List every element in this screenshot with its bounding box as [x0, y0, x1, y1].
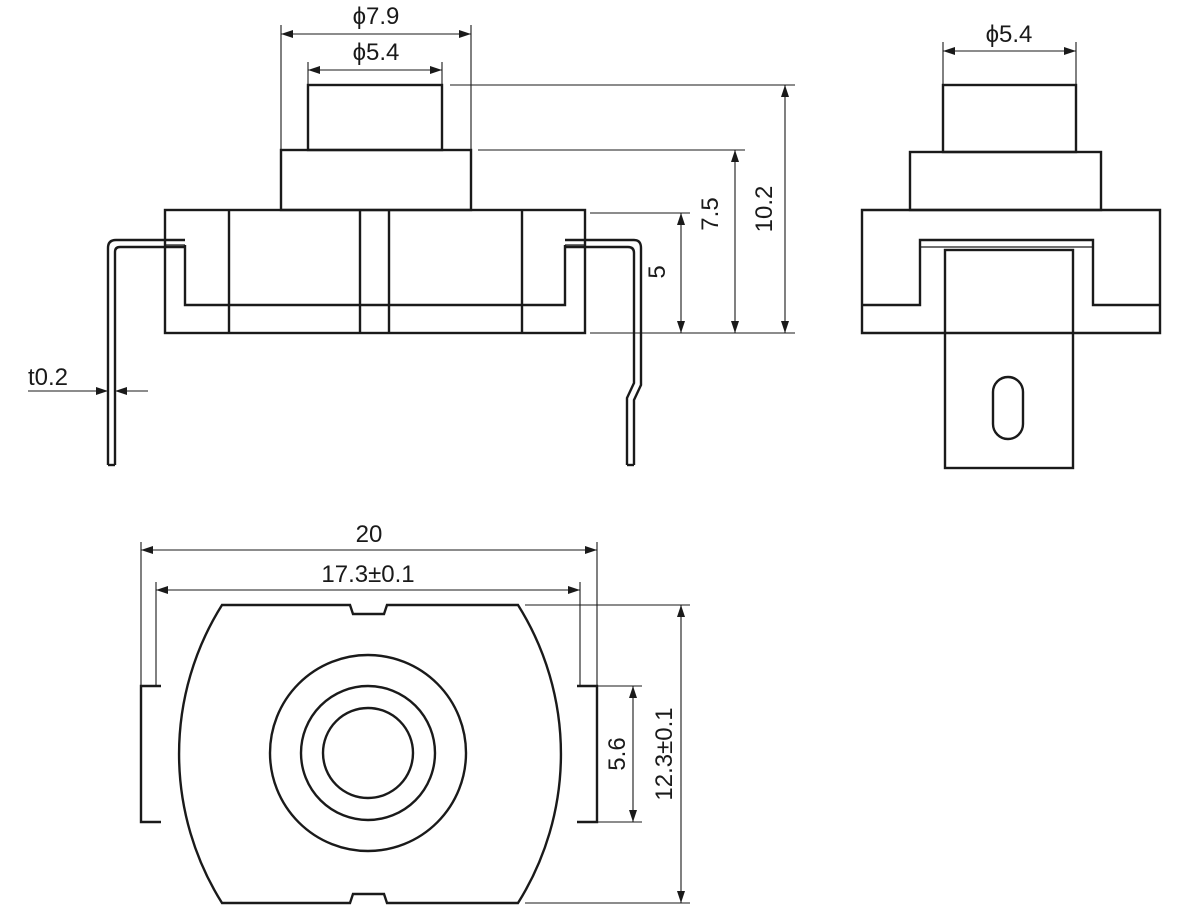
dim-body-width: 17.3±0.1 — [321, 561, 414, 588]
dim-body-depth: 12.3±0.1 — [651, 707, 678, 800]
side-view: ϕ7.9 ϕ5.4 10.2 7.5 5 t0.2 — [28, 3, 795, 467]
dim-side-outer-diameter: ϕ7.9 — [353, 3, 400, 30]
front-button-top — [941, 83, 1078, 154]
right-tab — [577, 684, 599, 824]
dim-terminal-thickness: t0.2 — [28, 364, 68, 391]
front-collar — [908, 150, 1103, 212]
dim-total-height: 10.2 — [751, 186, 778, 233]
terminal-slot — [991, 375, 1025, 441]
dim-base-height: 5 — [644, 265, 671, 278]
front-view: ϕ5.4 — [860, 21, 1162, 470]
side-body — [163, 208, 587, 335]
dim-front-button-diameter: ϕ5.4 — [986, 21, 1033, 48]
side-button-top — [306, 83, 444, 152]
dim-terminal-width: 5.6 — [604, 737, 631, 770]
top-body-outline — [177, 603, 563, 905]
left-tab — [139, 684, 161, 824]
side-inner-channel — [183, 245, 567, 307]
collar-circle — [268, 653, 468, 853]
left-terminal — [106, 238, 185, 465]
dim-side-inner-diameter: ϕ5.4 — [353, 39, 400, 66]
button-circle-inner — [321, 706, 415, 800]
button-circle-outer — [299, 684, 437, 822]
side-collar — [279, 148, 473, 212]
dim-body-height: 7.5 — [697, 197, 724, 230]
front-body — [860, 208, 1162, 335]
top-view: 20 17.3±0.1 5.6 12.3±0.1 — [139, 521, 690, 905]
right-terminal — [565, 238, 643, 465]
front-terminal-tab — [943, 248, 1075, 470]
dim-overall-width: 20 — [356, 521, 383, 548]
